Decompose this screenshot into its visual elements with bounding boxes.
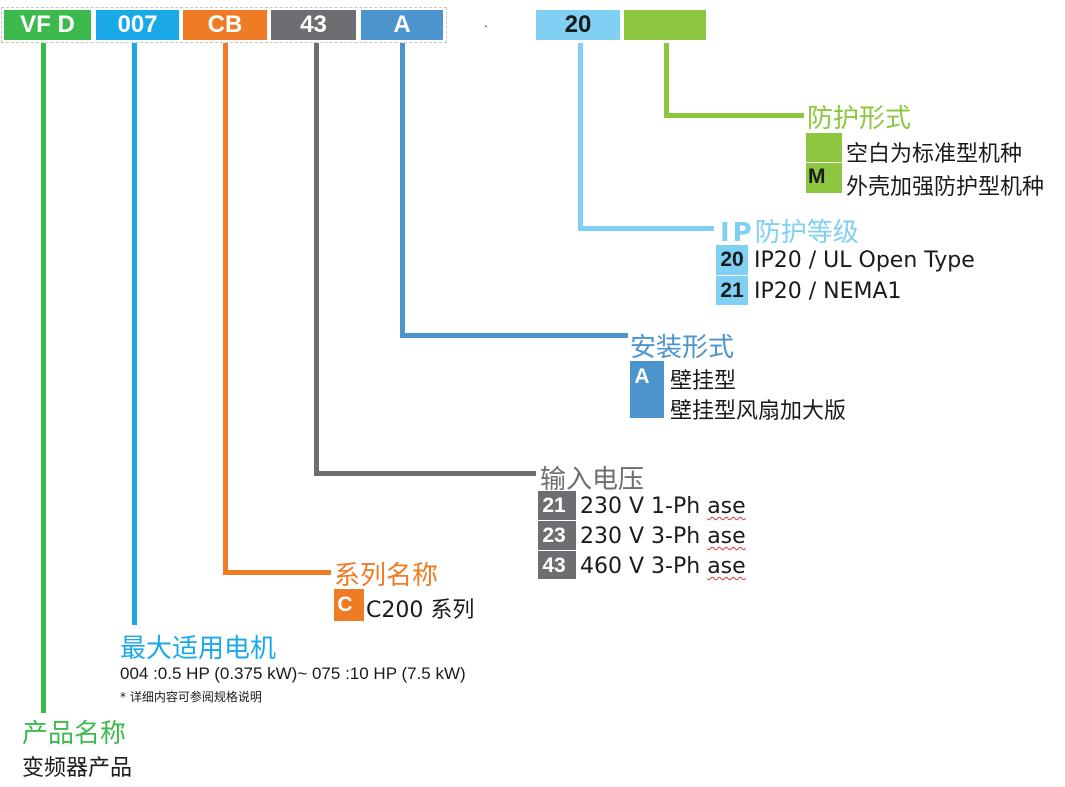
voltage-desc-230-1ph: 230 V 1-Ph ase <box>580 494 746 519</box>
code-box-model: 007 <box>96 10 179 40</box>
connector-product <box>41 43 46 713</box>
voltage-code-column <box>538 491 576 579</box>
motor-title: 最大适用电机 <box>120 634 277 664</box>
voltage-code-21: 21 <box>542 494 566 517</box>
ip-code-21: 21 <box>720 279 744 302</box>
voltage-code-23: 23 <box>542 524 566 547</box>
voltage-desc-230-3ph-tail: ase <box>707 524 746 549</box>
connector-voltage-h <box>314 471 536 476</box>
protection-code-m: M <box>808 165 826 188</box>
voltage-desc-230-3ph: 230 V 3-Ph ase <box>580 524 746 549</box>
connector-series-v <box>223 43 228 575</box>
ip-title-text: 防护等级 <box>754 218 859 248</box>
code-box-voltage: 43 <box>271 10 356 40</box>
ip-desc-nema: IP20 / NEMA1 <box>754 279 902 304</box>
connector-series-h <box>223 570 331 575</box>
connector-voltage-v <box>314 43 319 476</box>
ip-title: IP防护等级 <box>720 212 859 249</box>
connector-motor <box>132 43 137 625</box>
motor-range: 004 :0.5 HP (0.375 kW)~ 075 :10 HP (7.5 … <box>120 664 466 683</box>
voltage-desc-460-3ph-main: 460 V 3-Ph <box>580 554 701 579</box>
ip-title-prefix: IP <box>720 218 755 248</box>
voltage-code-divider-2 <box>538 550 576 551</box>
protection-code-column <box>806 133 842 193</box>
voltage-code-43: 43 <box>542 554 566 577</box>
connector-install-v <box>400 43 405 338</box>
series-code-column <box>334 589 364 621</box>
install-desc-wall: 壁挂型 <box>670 369 737 394</box>
protection-desc-standard: 空白为标准型机种 <box>846 142 1023 167</box>
series-code-c: C <box>337 593 353 616</box>
voltage-code-divider-1 <box>538 520 576 521</box>
ip-desc-open: IP20 / UL Open Type <box>754 248 975 273</box>
series-title: 系列名称 <box>334 561 439 591</box>
connector-protection-h <box>664 113 804 118</box>
separator-dot: . <box>484 14 488 30</box>
voltage-desc-230-1ph-tail: ase <box>707 494 746 519</box>
install-code-a: A <box>634 365 650 388</box>
motor-note: * 详细内容可参阅规格说明 <box>120 690 262 704</box>
product-title: 产品名称 <box>22 719 127 749</box>
ip-code-20: 20 <box>720 248 744 271</box>
code-box-ip: 20 <box>536 10 620 40</box>
code-box-series: CB <box>183 10 267 40</box>
install-title: 安装形式 <box>630 333 735 363</box>
voltage-desc-230-3ph-main: 230 V 3-Ph <box>580 524 701 549</box>
connector-install-h <box>400 333 628 338</box>
install-code-column <box>630 361 664 418</box>
code-box-protection <box>624 10 706 40</box>
voltage-title: 输入电压 <box>540 465 645 495</box>
install-desc-wall-fan: 壁挂型风扇加大版 <box>670 399 847 424</box>
voltage-desc-460-3ph-tail: ase <box>707 554 746 579</box>
voltage-desc-230-1ph-main: 230 V 1-Ph <box>580 494 701 519</box>
ip-code-divider <box>716 275 748 276</box>
protection-code-divider <box>806 162 842 163</box>
connector-ip-v <box>578 43 583 231</box>
voltage-desc-460-3ph: 460 V 3-Ph ase <box>580 554 746 579</box>
code-dashed-frame <box>1 7 447 43</box>
code-box-vfd: VF D <box>4 10 91 40</box>
code-box-install: A <box>361 10 443 40</box>
product-desc: 变频器产品 <box>22 756 133 781</box>
series-desc-c200: C200 系列 <box>366 598 475 623</box>
connector-ip-h <box>578 226 714 231</box>
protection-title: 防护形式 <box>807 104 912 134</box>
protection-desc-enhanced: 外壳加强防护型机种 <box>846 175 1045 200</box>
connector-protection-v <box>664 43 669 118</box>
